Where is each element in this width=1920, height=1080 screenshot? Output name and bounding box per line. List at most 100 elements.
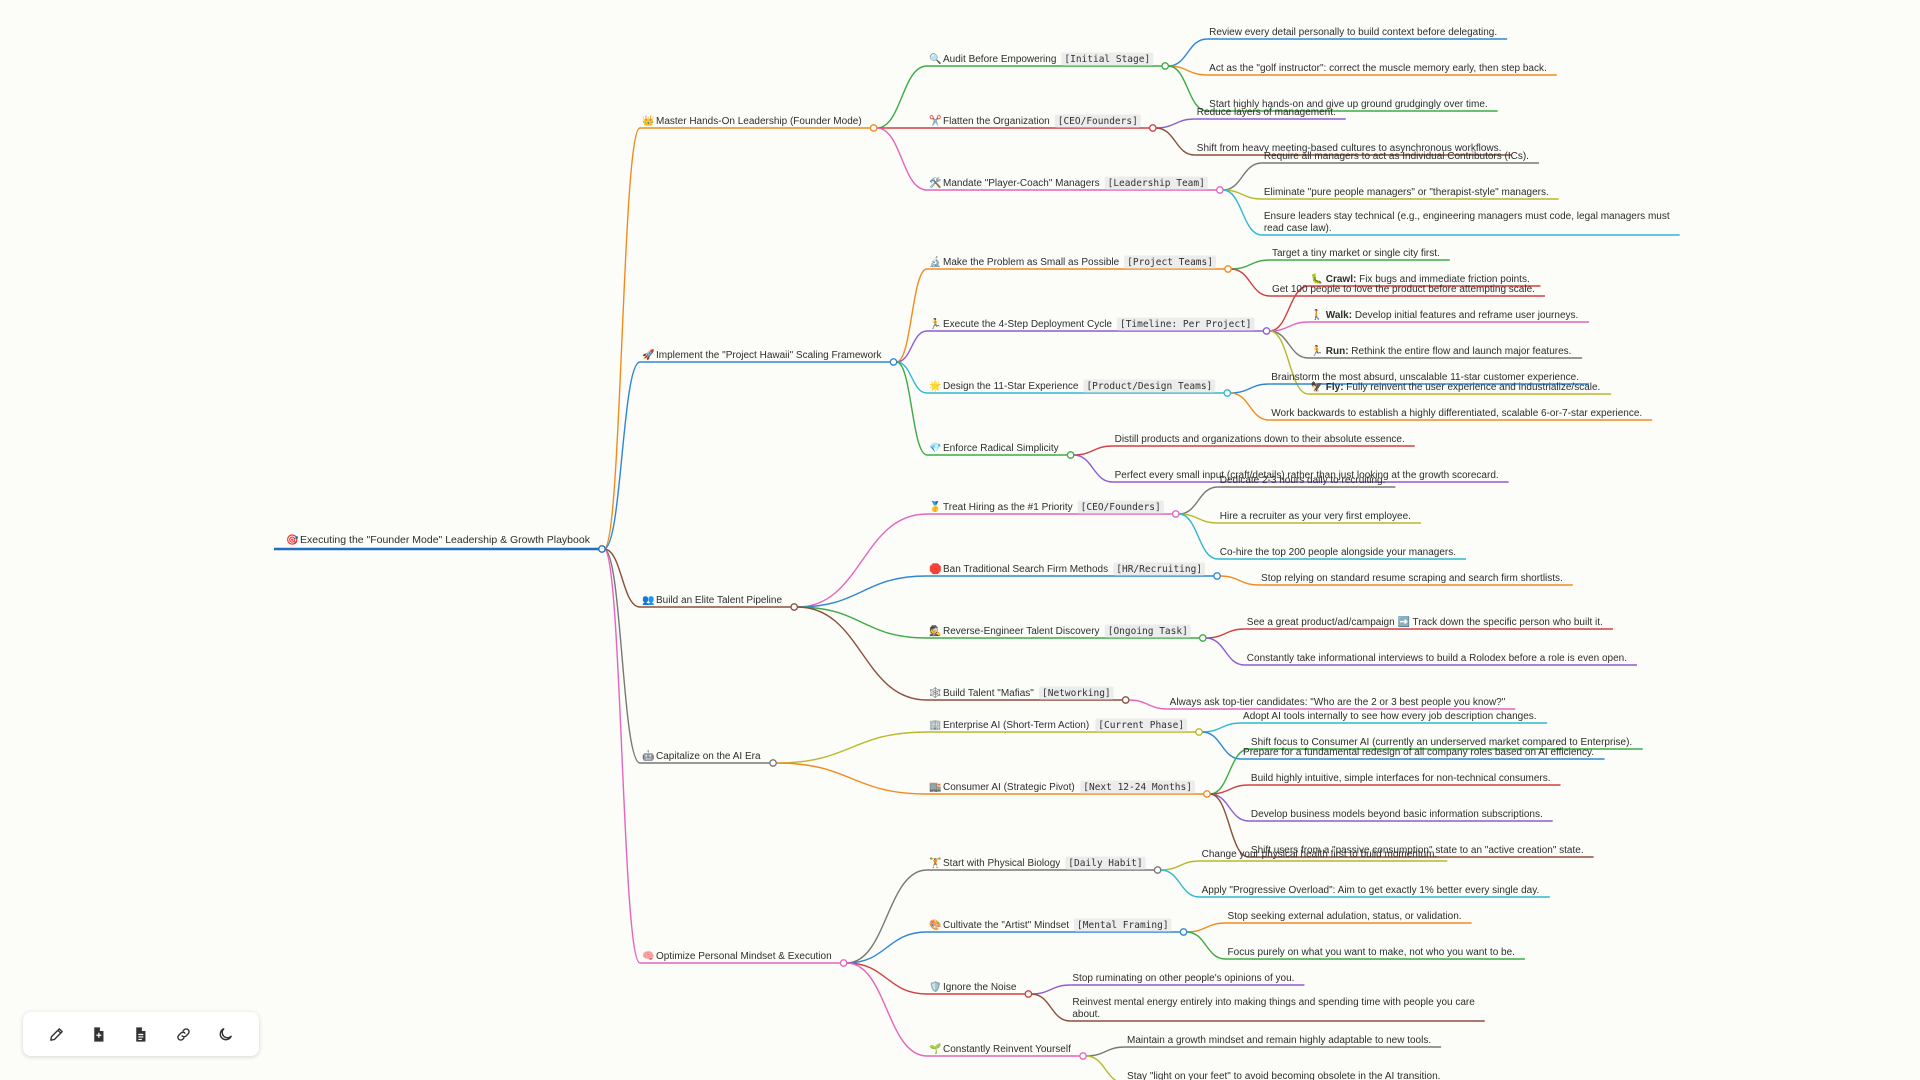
branch-0-topic-2-leaf-1[interactable]: Eliminate "pure people managers" or "the… xyxy=(1264,187,1549,198)
branch-0-topic-0-leaf-1[interactable]: Act as the "golf instructor": correct th… xyxy=(1209,63,1547,74)
branch-0-node[interactable]: 👑Master Hands-On Leadership (Founder Mod… xyxy=(642,115,862,127)
branch-4-topic-2-leaf-0-connector xyxy=(1031,984,1071,995)
branch-2-topic-2-toggle[interactable] xyxy=(1198,634,1207,642)
branch-3-node[interactable]: 🤖Capitalize on the AI Era xyxy=(642,749,761,762)
root-node[interactable]: 🎯Executing the "Founder Mode" Leadership… xyxy=(286,534,591,546)
branch-3-toggle[interactable] xyxy=(769,759,777,767)
branch-2-toggle[interactable] xyxy=(790,603,799,611)
branch-2-topic-3-toggle[interactable] xyxy=(1121,696,1130,704)
branch-4-topic-0-node[interactable]: 🏋️Start with Physical Biology[Daily Habi… xyxy=(929,856,1146,870)
branch-0-topic-1-toggle[interactable] xyxy=(1148,124,1157,132)
branch-4-topic-0-leaf-0[interactable]: Change your physical health first to bui… xyxy=(1202,849,1438,860)
branch-1-toggle[interactable] xyxy=(889,358,898,366)
branch-3-topic-1-node-label: Consumer AI (Strategic Pivot) xyxy=(943,782,1075,793)
branch-2-topic-2-node[interactable]: 🕵️Reverse-Engineer Talent Discovery[Ongo… xyxy=(929,624,1191,638)
branch-0-topic-2-node[interactable]: 🛠️Mandate "Player-Coach" Managers[Leader… xyxy=(929,176,1208,190)
branch-0-topic-2-leaf-2[interactable]: Ensure leaders stay technical (e.g., eng… xyxy=(1264,211,1670,234)
branch-1-topic-1-leaf-1-connector xyxy=(1269,321,1309,332)
export-svg-button[interactable] xyxy=(85,1020,113,1048)
root-toggle[interactable] xyxy=(598,545,606,553)
branch-3-topic-0-leaf-1[interactable]: Prepare for a fundamental redesign of al… xyxy=(1243,747,1594,758)
branch-2-node[interactable]: 👥Build an Elite Talent Pipeline xyxy=(642,595,782,606)
branch-2-topic-1-leaf-0[interactable]: Stop relying on standard resume scraping… xyxy=(1261,573,1563,584)
branch-3-topic-0-toggle[interactable] xyxy=(1195,728,1203,736)
branch-1-topic-1-toggle[interactable] xyxy=(1262,327,1271,335)
branch-2-topic-0-leaf-1[interactable]: Hire a recruiter as your very first empl… xyxy=(1220,511,1411,522)
branch-4-topic-3-leaf-1[interactable]: Stay "light on your feet" to avoid becom… xyxy=(1127,1071,1440,1080)
branch-2-topic-0-leaf-0[interactable]: Dedicate 2-3 hours daily to recruiting. xyxy=(1220,475,1386,486)
share-link-button[interactable] xyxy=(169,1020,197,1048)
branch-0-topic-2-toggle[interactable] xyxy=(1216,186,1224,194)
branch-0-topic-2-leaf-0[interactable]: Require all managers to act as Individua… xyxy=(1264,151,1529,162)
branch-4-toggle[interactable] xyxy=(839,959,848,967)
branch-2-topic-0-node[interactable]: 🥇Treat Hiring as the #1 Priority[CEO/Fou… xyxy=(929,500,1164,514)
branch-1-topic-3-toggle[interactable] xyxy=(1066,451,1075,459)
branch-3-topic-0-leaf-0[interactable]: Adopt AI tools internally to see how eve… xyxy=(1243,711,1537,722)
branch-4-topic-3-toggle[interactable] xyxy=(1079,1052,1087,1060)
branch-2-topic-2-leaf-1[interactable]: Constantly take informational interviews… xyxy=(1247,653,1627,664)
branch-0-topic-1-leaf-0[interactable]: Reduce layers of management. xyxy=(1197,107,1336,118)
branch-1-topic-1-node[interactable]: 🏃Execute the 4-Step Deployment Cycle[Tim… xyxy=(929,317,1255,331)
branch-3-topic-1-toggle[interactable] xyxy=(1203,790,1211,798)
branch-2-topic-3-leaf-0[interactable]: Always ask top-tier candidates: "Who are… xyxy=(1170,697,1506,708)
branch-2-topic-0-leaf-2[interactable]: Co-hire the top 200 people alongside you… xyxy=(1220,547,1456,558)
dark-mode-button[interactable] xyxy=(212,1020,240,1048)
branch-1-topic-3-leaf-1[interactable]: Perfect every small input (craft/details… xyxy=(1115,470,1499,481)
branch-0-topic-0-leaf-0[interactable]: Review every detail personally to build … xyxy=(1209,27,1497,38)
branch-3-topic-1-node[interactable]: 🏬Consumer AI (Strategic Pivot)[Next 12-2… xyxy=(929,780,1195,794)
branch-1-topic-3-node[interactable]: 💎Enforce Radical Simplicity xyxy=(929,442,1059,454)
branch-4-topic-2-leaf-1[interactable]: Reinvest mental energy entirely into mak… xyxy=(1072,997,1475,1020)
branch-3-topic-0-node-icon: 🏢 xyxy=(929,719,941,731)
branch-4-topic-3-leaf-0[interactable]: Maintain a growth mindset and remain hig… xyxy=(1127,1035,1431,1046)
branch-2-topic-1-node[interactable]: 🛑Ban Traditional Search Firm Methods[HR/… xyxy=(929,562,1206,576)
branch-1-node-icon: 🚀 xyxy=(642,348,655,361)
branch-1-topic-0-leaf-1[interactable]: Get 100 people to love the product befor… xyxy=(1272,284,1535,295)
branch-1-topic-2-leaf-1[interactable]: Work backwards to establish a highly dif… xyxy=(1271,408,1642,419)
branch-2-topic-2-leaf-0[interactable]: See a great product/ad/campaign ➡️ Track… xyxy=(1247,615,1603,628)
branch-1-topic-1-leaf-1[interactable]: 🚶 Walk: Develop initial features and ref… xyxy=(1311,308,1579,321)
branch-2-topic-1-toggle[interactable] xyxy=(1213,572,1221,580)
branch-3-topic-1-leaf-1[interactable]: Build highly intuitive, simple interface… xyxy=(1251,773,1551,784)
branch-0-topic-2-leaf-0-text: Require all managers to act as Individua… xyxy=(1264,151,1529,162)
edit-button[interactable] xyxy=(42,1020,70,1048)
branch-1-topic-1-leaf-2[interactable]: 🏃 Run: Rethink the entire flow and launc… xyxy=(1311,344,1572,357)
branch-1-topic-2-leaf-0[interactable]: Brainstorm the most absurd, unscalable 1… xyxy=(1271,372,1579,383)
branch-4-node[interactable]: 🧠Optimize Personal Mindset & Execution xyxy=(642,950,832,962)
branch-1-topic-0-node[interactable]: 🔬Make the Problem as Small as Possible[P… xyxy=(929,255,1216,269)
branch-1-topic-0-leaf-0[interactable]: Target a tiny market or single city firs… xyxy=(1272,248,1440,259)
branch-4-topic-2-node[interactable]: 🛡️Ignore the Noise xyxy=(929,980,1017,993)
branch-4-topic-0-leaf-1[interactable]: Apply "Progressive Overload": Aim to get… xyxy=(1202,885,1540,896)
branch-1-topic-2-node[interactable]: 🌟Design the 11-Star Experience[Product/D… xyxy=(929,379,1216,393)
branch-1-topic-2-toggle[interactable] xyxy=(1223,389,1232,397)
branch-0-topic-0-toggle[interactable] xyxy=(1161,62,1170,70)
branch-3-topic-1-leaf-0[interactable]: Shift focus to Consumer AI (currently an… xyxy=(1251,737,1632,748)
branch-1-topic-3-leaf-0[interactable]: Distill products and organizations down … xyxy=(1115,434,1405,445)
branch-0-toggle[interactable] xyxy=(869,124,878,132)
branch-1-topic-1-leaf-0[interactable]: 🐛 Crawl: Fix bugs and immediate friction… xyxy=(1311,272,1530,285)
branch-0-topic-0-node[interactable]: 🔍Audit Before Empowering[Initial Stage] xyxy=(929,52,1154,66)
branch-0-topic-1-node-label: Flatten the Organization xyxy=(943,116,1050,127)
branch-4-topic-1-leaf-0[interactable]: Stop seeking external adulation, status,… xyxy=(1228,911,1462,922)
branch-1-topic-1-leaf-2-keyword: Run: xyxy=(1326,346,1349,357)
branch-2-topic-0-toggle[interactable] xyxy=(1171,510,1180,518)
branch-0-topic-1-leaf-1[interactable]: Shift from heavy meeting-based cultures … xyxy=(1197,143,1502,154)
branch-3-topic-1-leaf-2[interactable]: Develop business models beyond basic inf… xyxy=(1251,809,1543,820)
branch-4-topic-3-node[interactable]: 🌱Constantly Reinvent Yourself xyxy=(929,1043,1071,1055)
branch-4-topic-1-node[interactable]: 🎨Cultivate the "Artist" Mindset[Mental F… xyxy=(929,918,1172,932)
export-markdown-button[interactable] xyxy=(127,1020,155,1048)
branch-0-topic-1-node[interactable]: ✂️Flatten the Organization[CEO/Founders] xyxy=(929,114,1141,128)
branch-4-topic-2-toggle[interactable] xyxy=(1024,990,1033,998)
branch-1-topic-0-toggle[interactable] xyxy=(1224,265,1232,273)
branch-4-topic-2-leaf-0[interactable]: Stop ruminating on other people's opinio… xyxy=(1072,973,1294,984)
branch-1-node[interactable]: 🚀Implement the "Project Hawaii" Scaling … xyxy=(642,348,883,361)
branch-1-topic-1-leaf-3[interactable]: 🦅 Fly: Fully reinvent the user experienc… xyxy=(1311,380,1601,393)
branch-4-topic-0-toggle[interactable] xyxy=(1153,866,1162,874)
branch-0-topic-0-leaf-2[interactable]: Start highly hands-on and give up ground… xyxy=(1209,99,1488,110)
branch-4-topic-1-toggle[interactable] xyxy=(1179,928,1188,936)
branch-4-topic-1-leaf-1[interactable]: Focus purely on what you want to make, n… xyxy=(1228,947,1515,958)
branch-3-topic-1-leaf-3[interactable]: Shift users from a "passive consumption"… xyxy=(1251,845,1584,856)
branch-2-topic-2-leaf-1-connector xyxy=(1205,637,1245,666)
branch-3-topic-0-node[interactable]: 🏢Enterprise AI (Short-Term Action)[Curre… xyxy=(929,718,1188,732)
branch-2-topic-3-node[interactable]: 🕸️Build Talent "Mafias"[Networking] xyxy=(929,686,1114,700)
